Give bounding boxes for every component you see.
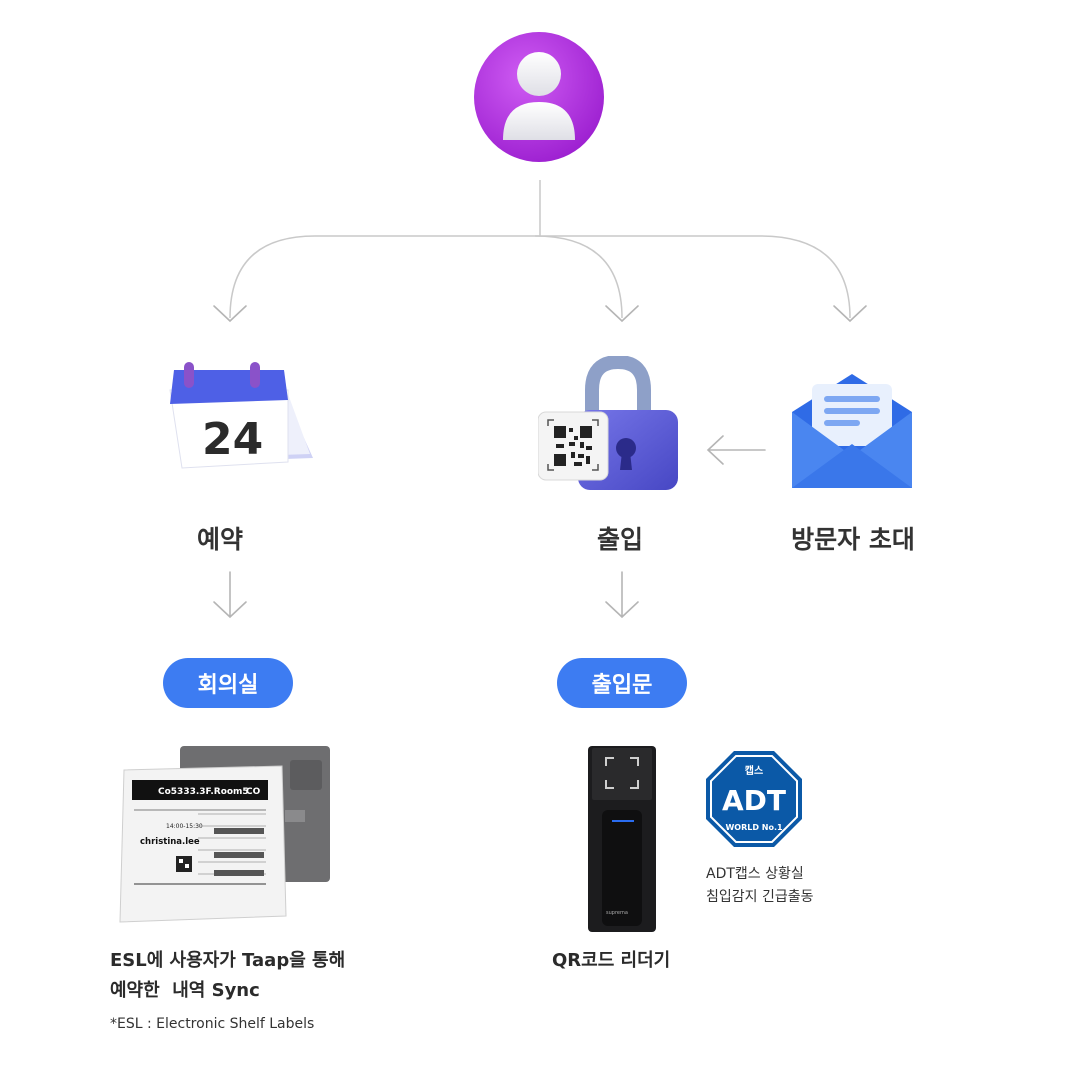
- adt-badge-bottom-text: WORLD No.1: [725, 823, 783, 832]
- adt-desc-line1: ADT캡스 상황실: [706, 866, 804, 882]
- adt-description: ADT캡스 상황실 침입감지 긴급출동: [706, 863, 906, 909]
- node-label-invite: 방문자 초대: [791, 525, 915, 554]
- esl-user-text: christina.lee: [140, 837, 200, 847]
- qr-reader-caption: QR코드 리더기: [552, 950, 671, 971]
- qr-reader-image: suprema: [584, 742, 659, 934]
- esl-time-text: 14:00-15:30: [166, 823, 203, 830]
- down-arrow-entry: [605, 571, 639, 619]
- arrow-head-invite: [833, 305, 867, 323]
- meeting-room-pill: 회의실: [163, 658, 293, 708]
- qr-padlock-icon: [537, 354, 683, 496]
- esl-caption-line2: 예약한 내역 Sync: [110, 980, 260, 1001]
- down-arrow-reservation: [213, 571, 247, 619]
- svg-text:suprema: suprema: [606, 910, 628, 916]
- adt-badge-main-text: ADT: [722, 784, 786, 817]
- entrance-pill: 출입문: [557, 658, 687, 708]
- esl-device-image: Co5333.3F.Room5 CO 14:00-15:30 christina…: [110, 740, 335, 940]
- envelope-icon: [792, 370, 912, 490]
- esl-brand-text: CO: [246, 787, 261, 797]
- esl-caption-line1: ESL에 사용자가 Taap을 통해: [110, 950, 346, 971]
- esl-footnote: *ESL : Electronic Shelf Labels: [110, 1016, 315, 1032]
- arrow-head-reservation: [213, 305, 247, 323]
- calendar-24-icon: 24: [160, 358, 320, 498]
- esl-caption: ESL에 사용자가 Taap을 통해 예약한 내역 Sync: [110, 946, 430, 1006]
- adt-desc-line2: 침입감지 긴급출동: [706, 889, 814, 905]
- node-label-entry: 출입: [596, 525, 643, 554]
- user-avatar-icon: [474, 32, 604, 162]
- calendar-day-text: 24: [202, 414, 263, 465]
- left-arrow-invite-to-entry: [706, 435, 766, 465]
- node-label-reservation: 예약: [196, 525, 243, 554]
- adt-badge-logo: 캡스 ADT WORLD No.1: [705, 750, 803, 848]
- adt-badge-top-text: 캡스: [745, 765, 763, 777]
- esl-room-text: Co5333.3F.Room5: [158, 787, 249, 797]
- arrow-head-entry: [605, 305, 639, 323]
